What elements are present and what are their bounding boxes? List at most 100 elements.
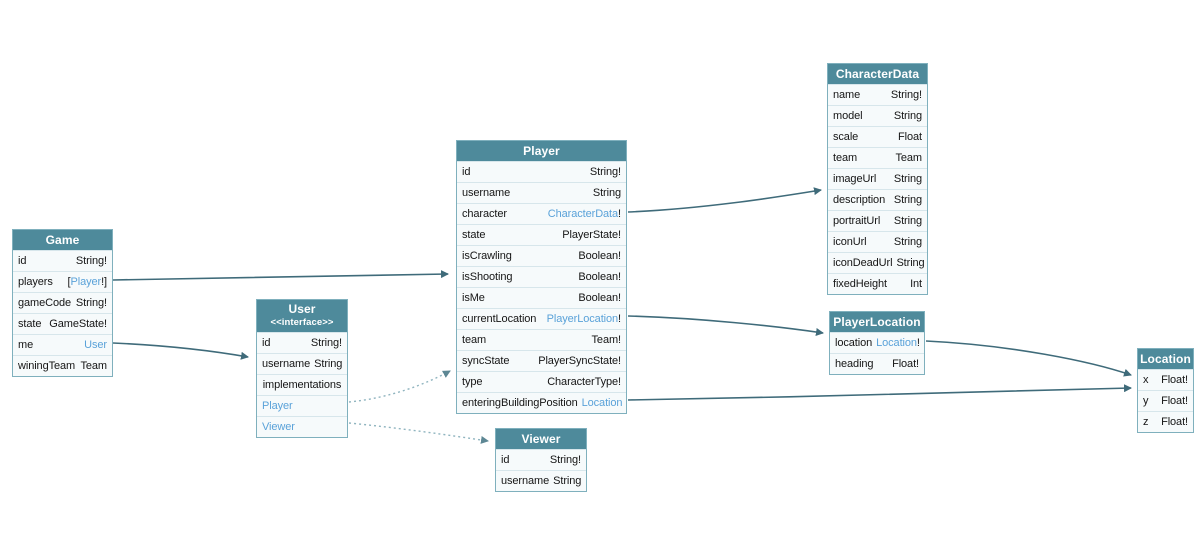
edge-player-enteringbuildingposition-to-location[interactable] (627, 384, 1132, 401)
type-link-user[interactable]: User (84, 339, 107, 351)
type-node-title[interactable]: Player (457, 141, 626, 161)
field-row[interactable]: id String! (496, 449, 586, 470)
field-row[interactable]: imageUrl String (828, 168, 927, 189)
edge-game-me-to-user[interactable] (112, 342, 249, 360)
field-row[interactable]: currentLocation PlayerLocation! (457, 308, 626, 329)
edge-user-viewer-to-viewer[interactable] (348, 422, 489, 444)
type-node-player[interactable]: Player id String! username String charac… (456, 140, 627, 414)
field-row[interactable]: isCrawling Boolean! (457, 245, 626, 266)
edge-game-players-to-player[interactable] (112, 270, 449, 281)
type-link-location[interactable]: Location (581, 397, 623, 409)
edge-user-player-to-player[interactable] (348, 370, 451, 403)
field-row[interactable]: username String (457, 182, 626, 203)
field-row[interactable]: character CharacterData! (457, 203, 626, 224)
type-link-location[interactable]: Location (876, 337, 917, 349)
type-node-location[interactable]: Location x Float! y Float! z Float! (1137, 348, 1194, 433)
field-row[interactable]: y Float! (1138, 390, 1193, 411)
field-type: String! (891, 89, 922, 101)
type-link-characterdata[interactable]: CharacterData (547, 208, 619, 220)
field-type: Team! (592, 334, 622, 346)
type-link-player[interactable]: Player (70, 276, 102, 288)
field-row[interactable]: syncState PlayerSyncState! (457, 350, 626, 371)
field-type: Float (898, 131, 922, 143)
field-type-text: String (592, 187, 621, 199)
field-type-text: String! (310, 337, 342, 349)
field-row[interactable]: location Location! (830, 332, 924, 353)
field-row[interactable]: team Team (828, 147, 927, 168)
field-row[interactable]: type CharacterType! (457, 371, 626, 392)
implementation-row[interactable]: Player (257, 395, 347, 416)
field-name: syncState (462, 355, 510, 367)
field-type: Team (81, 360, 108, 372)
type-node-game[interactable]: Game id String! players [Player!] gameCo… (12, 229, 113, 377)
field-type: CharacterType! (547, 376, 621, 388)
type-node-user[interactable]: User <<interface>> id String! username S… (256, 299, 348, 438)
field-name: username (462, 187, 511, 199)
type-node-title[interactable]: Location (1138, 349, 1193, 369)
field-row[interactable]: id String! (457, 161, 626, 182)
field-type: GameState! (49, 318, 107, 330)
edge-player-character-to-characterdata[interactable] (627, 187, 822, 213)
field-row[interactable]: z Float! (1138, 411, 1193, 432)
field-type: Int (910, 278, 922, 290)
field-row[interactable]: username String (496, 470, 586, 491)
field-row[interactable]: description String (828, 189, 927, 210)
field-row[interactable]: isMe Boolean! (457, 287, 626, 308)
type-node-characterdata[interactable]: CharacterData name String! model String … (827, 63, 928, 295)
field-type: String! (590, 166, 621, 178)
field-type: PlayerState! (562, 229, 621, 241)
field-type-text: Int (910, 278, 922, 290)
field-row[interactable]: fixedHeight Int (828, 273, 927, 294)
field-row[interactable]: iconDeadUrl String (828, 252, 927, 273)
field-row[interactable]: team Team! (457, 329, 626, 350)
field-row[interactable]: model String (828, 105, 927, 126)
field-name: scale (833, 131, 859, 143)
field-row[interactable]: gameCode String! (13, 292, 112, 313)
field-name: model (833, 110, 863, 122)
implementation-row[interactable]: Viewer (257, 416, 347, 437)
field-row[interactable]: me User (13, 334, 112, 355)
field-name: username (501, 475, 550, 487)
field-row[interactable]: isShooting Boolean! (457, 266, 626, 287)
field-type-text: Float! (1161, 416, 1188, 428)
type-suffix: ! (618, 208, 621, 220)
type-node-title[interactable]: CharacterData (828, 64, 927, 84)
field-row[interactable]: state PlayerState! (457, 224, 626, 245)
field-row[interactable]: state GameState! (13, 313, 112, 334)
field-type-text: String (314, 358, 343, 370)
field-row[interactable]: x Float! (1138, 369, 1193, 390)
field-type: Float! (1161, 374, 1188, 386)
field-type: String (894, 110, 922, 122)
field-type: Team (896, 152, 923, 164)
type-node-title[interactable]: Game (13, 230, 112, 250)
type-node-viewer[interactable]: Viewer id String! username String (495, 428, 587, 492)
field-type-text: String (893, 215, 922, 227)
field-row[interactable]: username String (257, 353, 347, 374)
field-row[interactable]: portraitUrl String (828, 210, 927, 231)
field-row[interactable]: id String! (13, 250, 112, 271)
edge-playerlocation-location-to-location[interactable] (925, 340, 1132, 377)
type-node-title[interactable]: Viewer (496, 429, 586, 449)
field-row[interactable]: scale Float (828, 126, 927, 147)
field-row[interactable]: enteringBuildingPosition Location (457, 392, 626, 413)
field-row[interactable]: winingTeam Team (13, 355, 112, 376)
field-type-text: PlayerSyncState! (538, 355, 621, 367)
type-link-playerlocation[interactable]: PlayerLocation (546, 313, 619, 325)
implementation-link-viewer[interactable]: Viewer (262, 421, 295, 433)
type-node-title[interactable]: User <<interface>> (257, 300, 347, 332)
edge-player-currentlocation-to-playerlocation[interactable] (627, 315, 824, 336)
type-suffix: ! (618, 313, 621, 325)
field-row[interactable]: players [Player!] (13, 271, 112, 292)
field-row[interactable]: name String! (828, 84, 927, 105)
field-row[interactable]: iconUrl String (828, 231, 927, 252)
field-row[interactable]: id String! (257, 332, 347, 353)
type-node-title[interactable]: PlayerLocation (830, 312, 924, 332)
field-row[interactable]: heading Float! (830, 353, 924, 374)
field-name: id (18, 255, 27, 267)
field-name: character (462, 208, 507, 220)
implementation-link-player[interactable]: Player (262, 400, 293, 412)
type-node-playerlocation[interactable]: PlayerLocation location Location! headin… (829, 311, 925, 375)
field-name: location (835, 337, 873, 349)
field-name: currentLocation (462, 313, 537, 325)
field-type-text: Float! (892, 358, 919, 370)
